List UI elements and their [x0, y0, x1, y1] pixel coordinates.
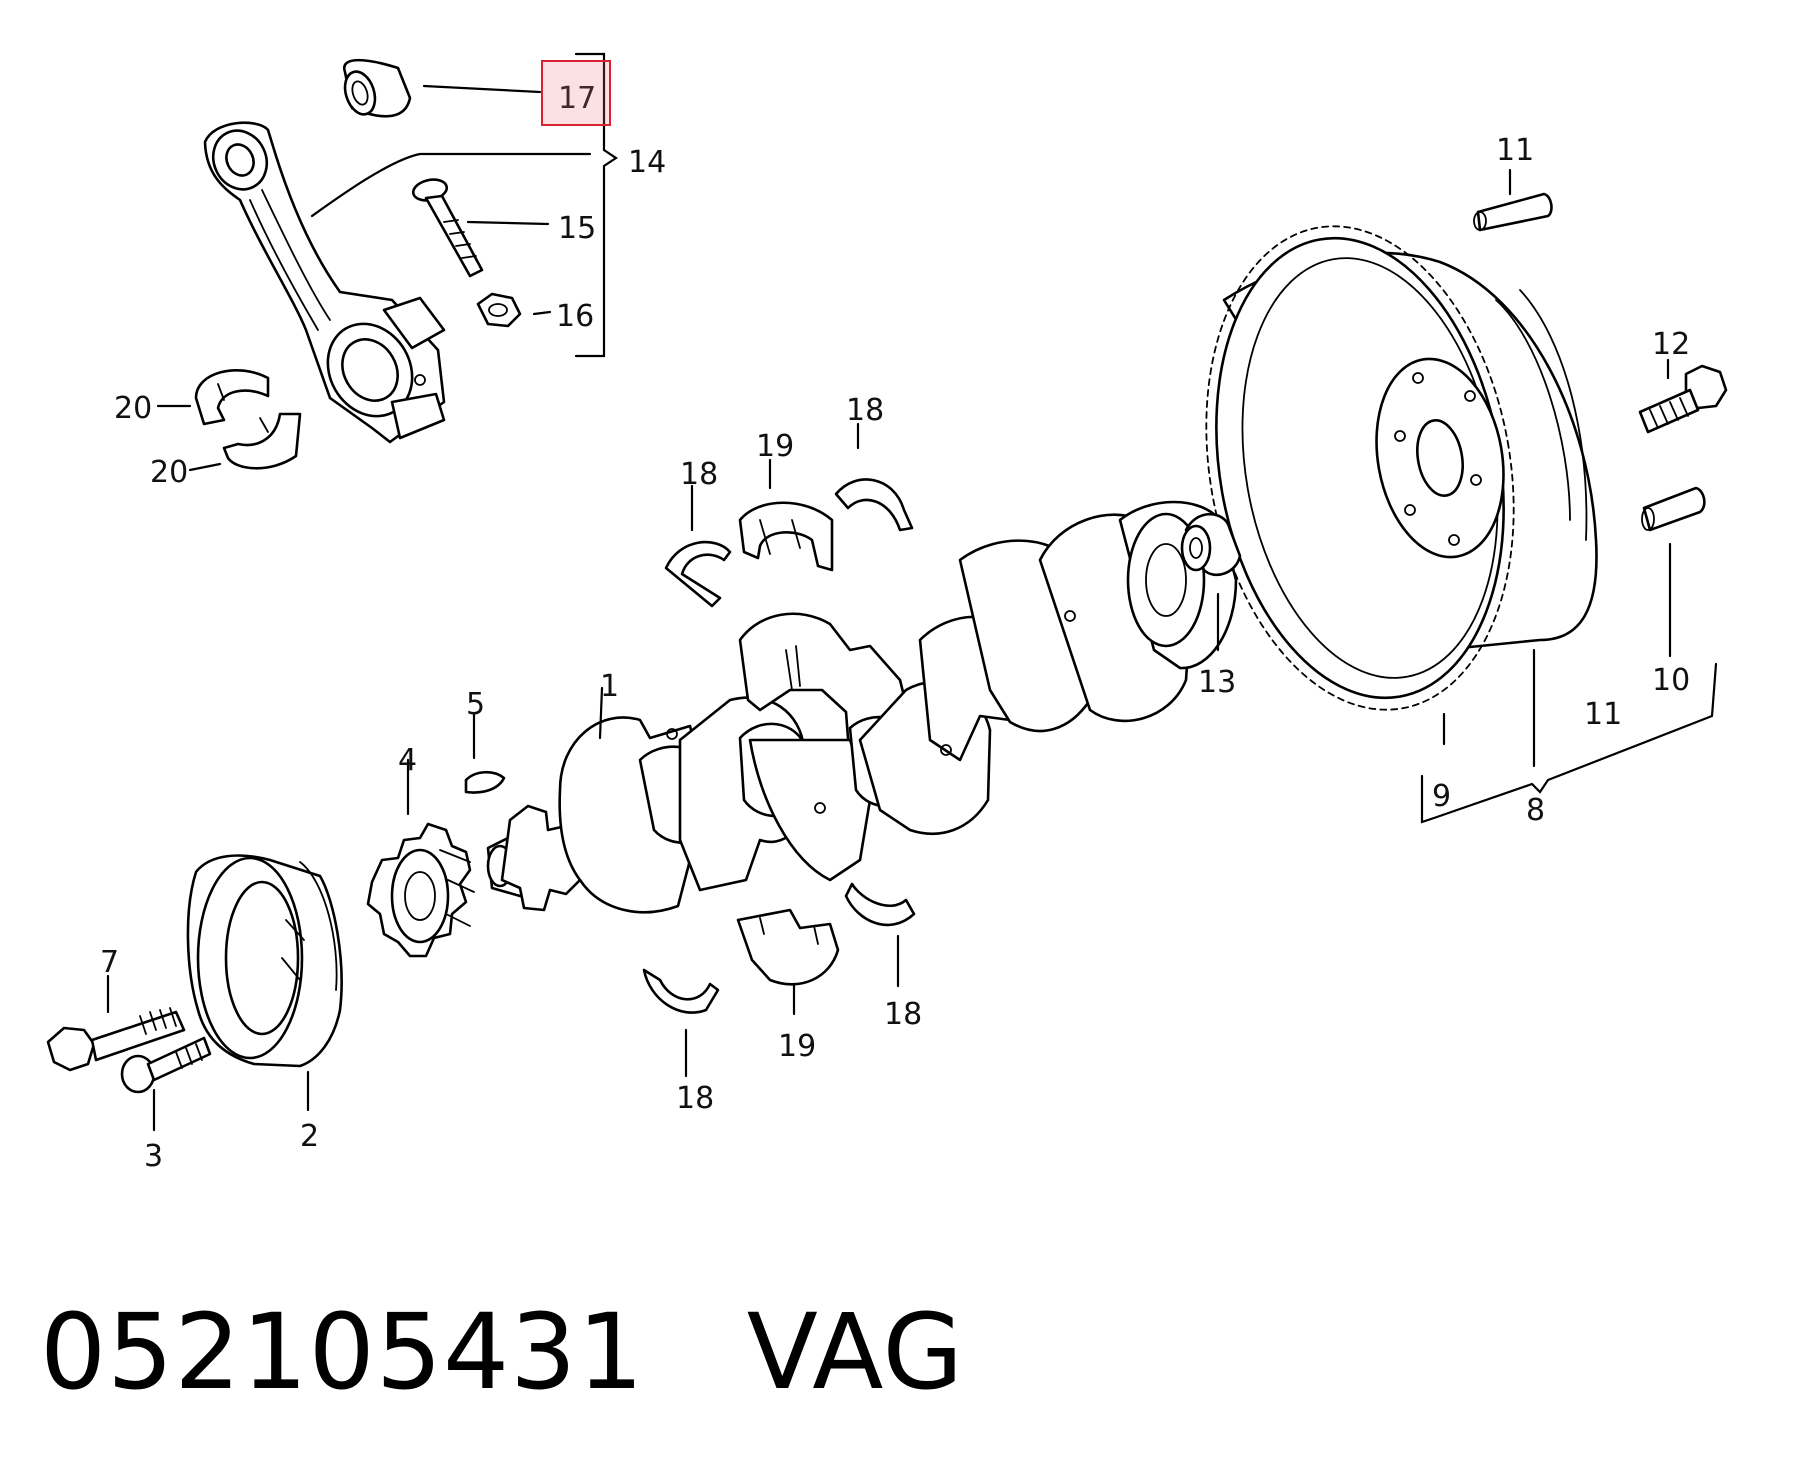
- connecting-rod-assembly: [194, 58, 522, 470]
- part-number: 052105431: [40, 1291, 645, 1413]
- callout-5: 5: [466, 687, 485, 722]
- callout-20-lower: 20: [150, 455, 188, 490]
- callout-19-lower: 19: [778, 1029, 816, 1064]
- callout-15: 15: [558, 211, 596, 246]
- callout-labels: 1 2 3 4 5 7 8 9 10 11 11 12 13 14 15 16 …: [100, 81, 1690, 1174]
- callout-2: 2: [300, 1119, 319, 1154]
- woodruff-key[interactable]: [464, 770, 506, 794]
- callout-4: 4: [398, 743, 417, 778]
- thrust-washer-lower-right[interactable]: [844, 882, 916, 927]
- callout-16: 16: [556, 299, 594, 334]
- main-bearing-shell-upper[interactable]: [738, 501, 834, 572]
- callout-14: 14: [628, 145, 666, 180]
- pulley-bolt-short[interactable]: [120, 1036, 212, 1094]
- callout-19-upper: 19: [756, 429, 794, 464]
- rod-bearing-shell-upper[interactable]: [194, 369, 270, 426]
- dowel-pin-upper[interactable]: [1473, 192, 1553, 232]
- callout-1: 1: [600, 669, 619, 704]
- caption-gap: [645, 1291, 747, 1413]
- callout-10: 10: [1652, 663, 1690, 698]
- callout-18-upper-right: 18: [846, 393, 884, 428]
- callout-17[interactable]: 17: [558, 81, 596, 116]
- callout-18-lower-right: 18: [884, 997, 922, 1032]
- crankshaft[interactable]: [486, 500, 1238, 914]
- callout-20-upper: 20: [114, 391, 152, 426]
- highlighted-callout-box[interactable]: [541, 60, 611, 126]
- thrust-washer-upper-right[interactable]: [834, 478, 914, 532]
- callout-8: 8: [1526, 793, 1545, 828]
- callout-9: 9: [1432, 779, 1451, 814]
- callout-12: 12: [1652, 327, 1690, 362]
- callout-11-lower: 11: [1584, 697, 1622, 732]
- callout-13: 13: [1198, 665, 1236, 700]
- spigot-bearing[interactable]: [1180, 512, 1242, 577]
- part-caption: 052105431 VAG: [40, 1300, 964, 1404]
- dowel-pin-lower[interactable]: [1641, 486, 1706, 532]
- callout-3: 3: [144, 1139, 163, 1174]
- connecting-rod-bolt[interactable]: [411, 177, 484, 278]
- brand-name: VAG: [746, 1291, 965, 1413]
- timing-belt-gear[interactable]: [366, 822, 475, 958]
- leader-lines: [106, 52, 1718, 1132]
- connecting-rod-nut[interactable]: [476, 292, 522, 328]
- callout-7: 7: [100, 945, 119, 980]
- pulley-bolt-long[interactable]: [46, 1007, 186, 1072]
- main-bearing-shell-lower[interactable]: [736, 908, 840, 986]
- rod-bearing-shell-lower[interactable]: [222, 412, 302, 470]
- flywheel-bolt[interactable]: [1638, 364, 1728, 434]
- callout-18-upper-left: 18: [680, 457, 718, 492]
- flywheel[interactable]: [1170, 202, 1598, 735]
- callout-11-upper: 11: [1496, 133, 1534, 168]
- thrust-washer-upper-left[interactable]: [664, 540, 732, 608]
- small-end-bushing[interactable]: [340, 58, 412, 118]
- thrust-washer-lower-left[interactable]: [642, 968, 720, 1014]
- connecting-rod[interactable]: [203, 121, 446, 444]
- crankshaft-pulley[interactable]: [186, 854, 343, 1068]
- callout-18-lower-left: 18: [676, 1081, 714, 1116]
